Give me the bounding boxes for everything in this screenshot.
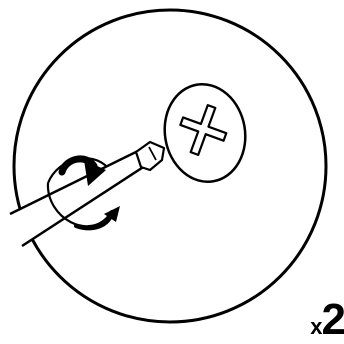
screwdriver-tip <box>136 142 164 170</box>
screwdriver-shaft <box>10 150 148 246</box>
quantity-prefix: x <box>310 314 321 339</box>
quantity-count: 2 <box>322 295 344 344</box>
quantity-label: x2 <box>310 298 344 342</box>
screw-icon <box>157 78 253 188</box>
